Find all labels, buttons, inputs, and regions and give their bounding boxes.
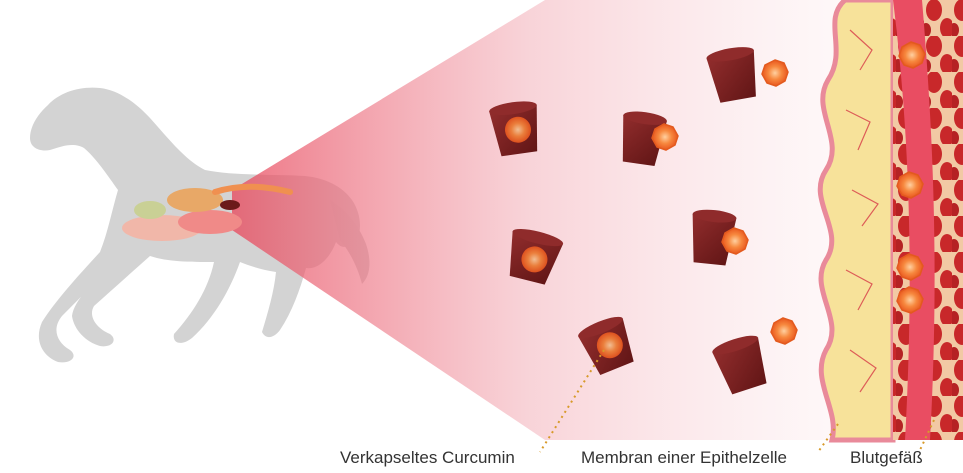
curcumin-molecule — [771, 318, 797, 344]
curcumin-molecule — [722, 228, 748, 254]
curcumin-molecule — [897, 254, 923, 280]
curcumin-molecule — [762, 60, 788, 86]
curcumin-molecule — [899, 42, 925, 68]
curcumin-molecule — [652, 124, 678, 150]
label-blood-vessel: Blutgefäß — [850, 448, 923, 468]
curcumin-molecule — [897, 287, 923, 313]
label-epithelial-membrane: Membran einer Epithelzelle — [581, 448, 787, 468]
label-encapsulated-curcumin: Verkapseltes Curcumin — [340, 448, 515, 468]
blood-vessel — [893, 0, 963, 440]
magnification-beam — [232, 0, 893, 440]
curcumin-molecule — [897, 172, 923, 198]
